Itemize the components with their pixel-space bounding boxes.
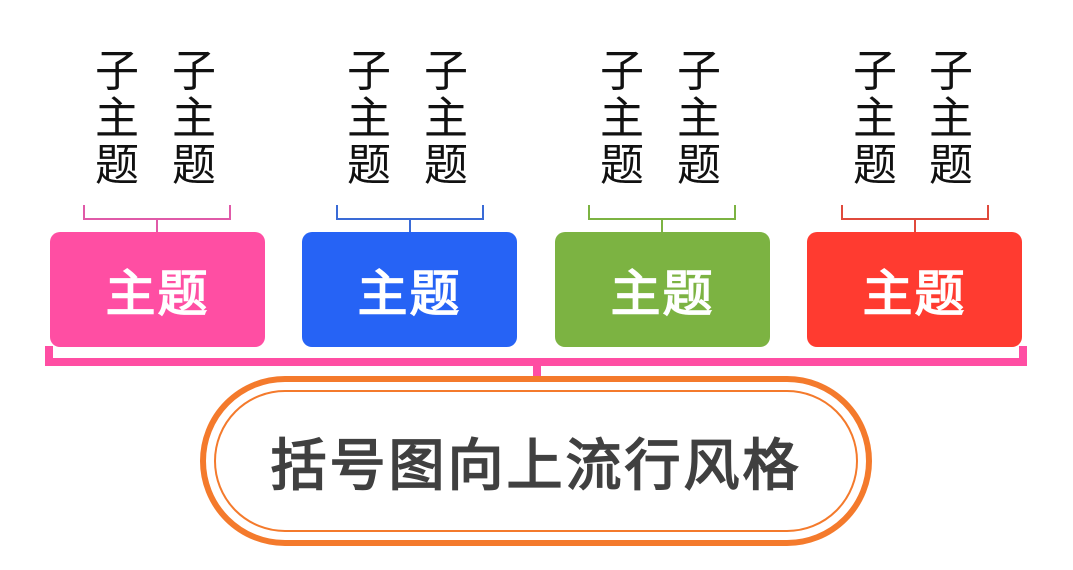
subtopic-char: 主 [853,93,897,144]
subtopic-3-1[interactable]: 子 主 题 [599,48,645,189]
subtopic-char: 题 [600,140,644,191]
sub-bracket-stem-2 [409,218,411,232]
subtopic-char: 题 [677,140,721,191]
subtopic-char: 题 [347,140,391,191]
subtopic-char: 子 [600,46,644,97]
subtopic-2-1[interactable]: 子 主 题 [346,48,392,189]
subtopic-4-1[interactable]: 子 主 题 [852,48,898,189]
subtopic-char: 主 [347,93,391,144]
sub-bracket-stem-1 [156,218,158,232]
subtopic-char: 子 [677,46,721,97]
subtopic-char: 主 [677,93,721,144]
topic-label: 主题 [105,264,210,323]
subtopic-char: 题 [424,140,468,191]
subtopic-char: 题 [929,140,973,191]
subtopic-char: 子 [172,46,216,97]
subtopic-char: 主 [172,93,216,144]
subtopic-char: 主 [600,93,644,144]
subtopic-char: 题 [95,140,139,191]
sub-bracket-stem-3 [661,218,663,232]
topic-box-2[interactable]: 主题 [302,232,517,347]
subtopic-char: 主 [95,93,139,144]
subtopic-char: 题 [853,140,897,191]
subtopic-1-2[interactable]: 子 主 题 [171,48,217,189]
subtopic-char: 题 [172,140,216,191]
title-pill-inner: 括号图向上流行风格 [214,390,858,532]
subtopic-char: 主 [424,93,468,144]
main-bracket-stem [533,366,541,376]
subtopic-char: 子 [853,46,897,97]
main-bracket-left-arm [45,346,53,366]
title-pill[interactable]: 括号图向上流行风格 [200,376,872,546]
subtopic-char: 主 [929,93,973,144]
main-bracket-bar [45,358,1027,366]
subtopic-4-2[interactable]: 子 主 题 [928,48,974,189]
topic-label: 主题 [862,264,967,323]
subtopic-char: 子 [95,46,139,97]
topic-box-3[interactable]: 主题 [555,232,770,347]
subtopic-1-1[interactable]: 子 主 题 [94,48,140,189]
subtopic-3-2[interactable]: 子 主 题 [676,48,722,189]
topic-box-1[interactable]: 主题 [50,232,265,347]
topic-label: 主题 [357,264,462,323]
subtopic-char: 子 [424,46,468,97]
main-bracket-right-arm [1019,346,1027,366]
subtopic-char: 子 [347,46,391,97]
diagram-title: 括号图向上流行风格 [270,433,802,499]
sub-bracket-stem-4 [914,218,916,232]
topic-label: 主题 [610,264,715,323]
subtopic-2-2[interactable]: 子 主 题 [423,48,469,189]
subtopic-char: 子 [929,46,973,97]
topic-box-4[interactable]: 主题 [807,232,1022,347]
